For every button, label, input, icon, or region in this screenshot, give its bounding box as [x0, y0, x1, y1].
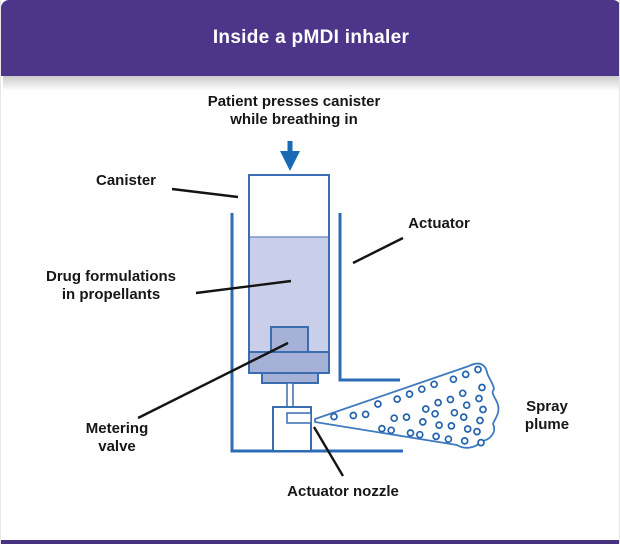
actuator-label: Actuator	[408, 215, 470, 232]
spray-plume-cone	[314, 362, 500, 449]
spray-droplet	[402, 413, 411, 421]
spray-droplet	[432, 432, 440, 441]
spray-droplet	[405, 390, 414, 398]
arrow-down-icon	[280, 141, 300, 171]
actuator-nozzle-label: Actuator nozzle	[287, 483, 399, 500]
spray-line2: plume	[524, 416, 570, 434]
spray-droplet	[473, 427, 481, 436]
spray-droplet	[478, 383, 486, 392]
nozzle-channel	[286, 412, 312, 424]
spray-droplet	[393, 395, 402, 403]
spray-droplet	[431, 409, 439, 418]
spray-droplet	[349, 411, 358, 420]
nozzle-pointer-line	[312, 426, 345, 477]
arrow-stem	[287, 141, 293, 154]
spray-droplet	[447, 422, 456, 430]
spray-droplet	[387, 426, 396, 435]
spray-droplet	[417, 385, 426, 394]
valve-lower-band	[261, 372, 319, 384]
spray-droplet	[330, 412, 338, 421]
spray-droplet	[475, 394, 483, 403]
spray-droplet	[435, 421, 443, 429]
spray-droplet	[479, 405, 487, 414]
drug-pointer-line	[195, 279, 292, 295]
instruction-line2: while breathing in	[230, 111, 358, 129]
spray-line1: Spray	[526, 398, 568, 415]
spray-droplet	[430, 380, 438, 389]
spray-droplet	[444, 435, 453, 444]
arrow-head	[280, 151, 300, 171]
spray-droplet	[374, 400, 382, 408]
spray-droplet	[460, 437, 469, 445]
spray-droplet	[378, 424, 386, 433]
drug-formulations-label: Drug formulations in propellants	[46, 268, 176, 305]
actuator-right-wall	[338, 213, 400, 382]
spray-droplet	[434, 398, 442, 407]
spray-droplet	[449, 375, 458, 384]
spray-droplet	[463, 425, 472, 433]
spray-droplet	[446, 395, 455, 404]
spray-droplet	[461, 370, 470, 379]
spray-droplet	[418, 418, 427, 426]
spray-droplet	[415, 430, 424, 439]
instruction-label: Patient presses canister while breathing…	[208, 93, 381, 130]
actuator-left-wall	[230, 213, 403, 453]
spray-droplet	[406, 429, 415, 437]
header-shadow	[3, 76, 619, 91]
spray-droplet	[462, 401, 471, 410]
spray-plume-label: Spray plume	[525, 398, 569, 435]
metering-line2: valve	[98, 438, 136, 456]
spray-dots	[330, 365, 487, 447]
drug-line1: Drug formulations	[46, 268, 176, 285]
spray-droplet	[458, 389, 467, 398]
spray-droplet	[476, 416, 484, 425]
spray-droplet	[477, 438, 485, 447]
page-title: Inside a pMDI inhaler	[212, 27, 410, 48]
canister-pointer-line	[171, 187, 239, 199]
header-bar: Inside a pMDI inhaler	[1, 0, 619, 76]
canister-label: Canister	[95, 172, 157, 189]
drug-line2: in propellants	[61, 286, 161, 304]
metering-line1: Metering	[85, 420, 149, 437]
bottom-accent-bar	[1, 540, 619, 544]
valve-ferrule-band	[248, 351, 330, 374]
metering-pointer-line	[137, 341, 289, 420]
spray-droplet	[421, 405, 430, 413]
spray-droplet	[450, 408, 459, 417]
spray-droplet	[459, 413, 468, 421]
metering-valve-label: Metering valve	[86, 420, 149, 457]
actuator-pointer-line	[352, 236, 404, 265]
instruction-line1: Patient presses canister	[207, 93, 381, 110]
spray-droplet	[361, 410, 370, 419]
spray-droplet	[390, 414, 399, 423]
spray-droplet	[474, 365, 482, 374]
